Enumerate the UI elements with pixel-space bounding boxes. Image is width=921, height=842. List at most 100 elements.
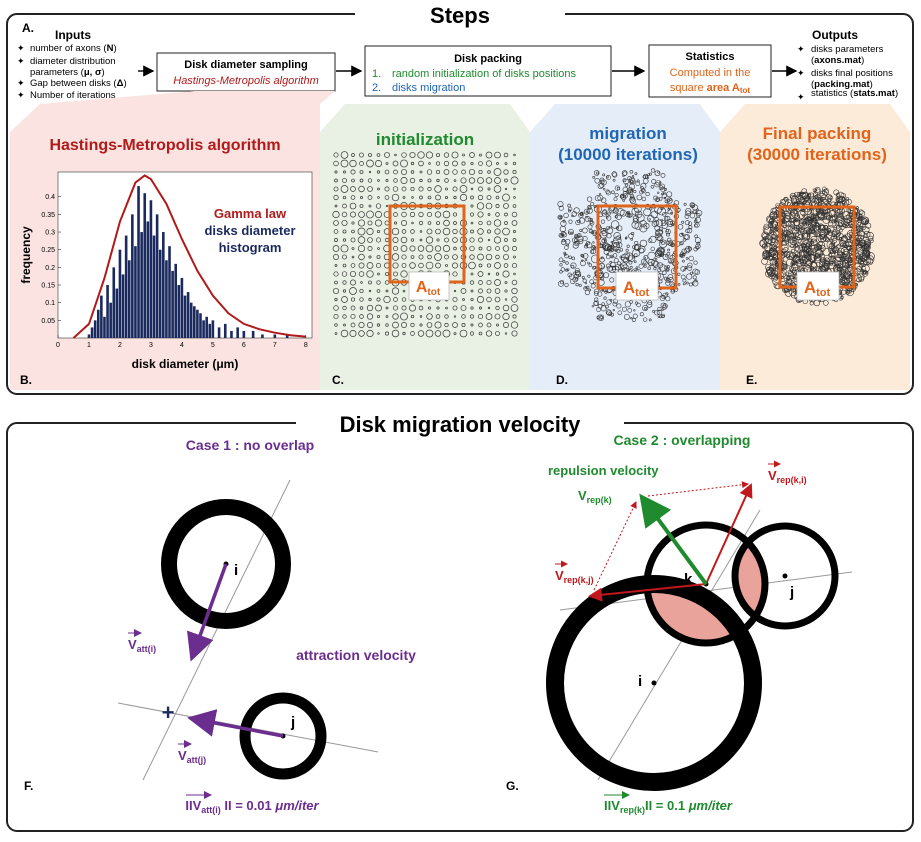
disk — [670, 211, 674, 215]
disk — [418, 305, 424, 311]
disk — [612, 309, 615, 312]
outputs-file: (axons.mat) — [811, 55, 864, 66]
disk — [469, 245, 475, 252]
disk — [349, 159, 357, 168]
disk — [587, 224, 593, 230]
disk — [349, 330, 357, 337]
disk — [376, 255, 381, 259]
disk — [652, 260, 660, 268]
disk — [443, 160, 450, 167]
disk — [663, 187, 667, 191]
disk — [592, 246, 597, 250]
disk — [392, 160, 399, 167]
disk — [636, 179, 640, 183]
disk — [786, 231, 793, 238]
norm-rep-label: IIVrep(k)II = 0.1 μm/iter — [604, 798, 733, 815]
disk — [410, 331, 415, 336]
disk — [654, 250, 663, 258]
histogram-bar — [115, 288, 119, 338]
disk — [669, 260, 672, 264]
disk — [795, 225, 800, 230]
disk — [819, 190, 828, 199]
disk — [385, 204, 389, 208]
label-j-g: j — [789, 584, 794, 601]
disk — [502, 312, 510, 321]
histogram-bar — [261, 334, 264, 338]
disk — [829, 220, 832, 224]
disk — [694, 269, 700, 275]
disk — [513, 272, 516, 276]
disk — [589, 279, 594, 284]
disk — [358, 330, 365, 337]
histogram-bar — [149, 200, 153, 338]
disk — [592, 229, 597, 235]
disk — [813, 247, 818, 252]
disk — [797, 192, 801, 196]
v-att-i-arrow — [186, 563, 228, 662]
disk — [469, 254, 475, 260]
disk — [689, 213, 696, 219]
disk — [410, 322, 415, 328]
disk — [633, 190, 637, 194]
disk — [826, 231, 835, 241]
disk — [690, 210, 694, 214]
disk — [623, 313, 630, 320]
panel-letter-a: A. — [22, 21, 34, 35]
disk — [600, 197, 607, 203]
disk — [332, 287, 340, 295]
disk — [609, 248, 612, 251]
disk — [803, 194, 811, 202]
disk — [815, 252, 822, 259]
disk — [643, 222, 650, 230]
disk — [643, 208, 652, 217]
panel-c-title: initialization — [376, 130, 474, 149]
disk — [368, 170, 372, 174]
disk — [611, 190, 615, 195]
disk — [503, 203, 509, 209]
disk — [340, 151, 349, 159]
disk — [623, 252, 630, 259]
disk — [477, 313, 484, 320]
disk — [639, 312, 644, 317]
disk — [604, 212, 607, 215]
disk — [606, 190, 611, 196]
disk — [496, 323, 499, 327]
disk — [632, 313, 638, 319]
disk — [417, 245, 425, 252]
disk — [341, 211, 348, 218]
disk — [377, 332, 380, 335]
disk — [862, 255, 866, 259]
disk — [468, 177, 476, 184]
disk — [836, 247, 846, 256]
disk — [510, 304, 519, 312]
disk — [572, 276, 578, 283]
disk — [334, 264, 338, 267]
histogram-bar — [134, 246, 137, 338]
disk — [512, 204, 517, 208]
disk — [804, 243, 810, 249]
disk — [829, 249, 833, 253]
disk — [419, 170, 423, 174]
histogram-bar — [183, 295, 187, 338]
disk — [563, 251, 567, 255]
disk — [357, 236, 366, 244]
disk — [683, 202, 687, 206]
disk — [487, 306, 491, 310]
disk — [650, 185, 655, 189]
disk — [649, 235, 657, 244]
histogram-bar — [196, 309, 199, 338]
disk — [476, 202, 485, 210]
disk — [478, 169, 483, 175]
disk — [366, 210, 374, 219]
disk — [779, 199, 786, 205]
disk — [666, 265, 670, 269]
disk — [334, 238, 338, 242]
disk — [444, 314, 449, 319]
inputs-bullet: ✦ — [17, 43, 25, 53]
disk — [367, 220, 373, 226]
disk — [435, 228, 441, 235]
panel-e-area-box — [796, 271, 840, 301]
disk — [486, 246, 492, 251]
disk — [513, 153, 516, 157]
disk — [392, 313, 399, 320]
